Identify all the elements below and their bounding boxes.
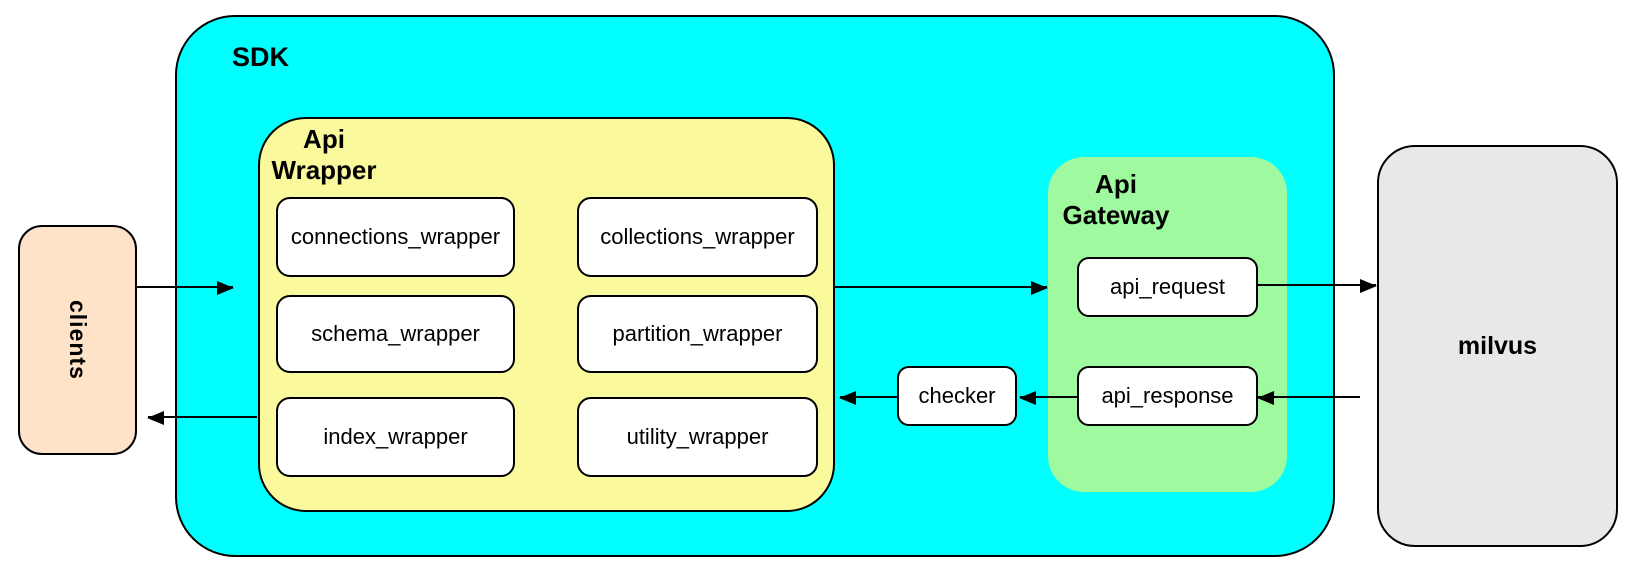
- checker-label: checker: [918, 383, 996, 408]
- api-wrapper-label: Api Wrapper: [271, 124, 377, 185]
- node-checker: checker: [897, 366, 1017, 426]
- arrow-response-to-checker: [1019, 391, 1077, 405]
- arrow-sdk-to-clients: [147, 411, 257, 425]
- clients-label: clients: [65, 300, 91, 380]
- index-wrapper-label: index_wrapper: [323, 424, 468, 449]
- node-index-wrapper: index_wrapper: [276, 397, 515, 477]
- connections-wrapper-label: connections_wrapper: [290, 224, 501, 249]
- node-utility-wrapper: utility_wrapper: [577, 397, 818, 477]
- partition-wrapper-label: partition_wrapper: [612, 321, 783, 346]
- api-response-label: api_response: [1101, 383, 1234, 408]
- arrow-clients-to-sdk: [137, 281, 234, 295]
- node-api-request: api_request: [1077, 257, 1258, 317]
- milvus-label: milvus: [1457, 331, 1538, 360]
- node-milvus: milvus: [1377, 145, 1618, 547]
- node-collections-wrapper: collections_wrapper: [577, 197, 818, 277]
- node-partition-wrapper: partition_wrapper: [577, 295, 818, 373]
- node-schema-wrapper: schema_wrapper: [276, 295, 515, 373]
- schema-wrapper-label: schema_wrapper: [311, 321, 480, 346]
- node-api-response: api_response: [1077, 366, 1258, 426]
- api-gateway-label: Api Gateway: [1062, 169, 1170, 230]
- arrow-milvus-to-response: [1257, 391, 1360, 405]
- sdk-label: SDK: [232, 42, 290, 72]
- utility-wrapper-label: utility_wrapper: [626, 424, 769, 449]
- node-clients: clients: [18, 225, 137, 455]
- collections-wrapper-label: collections_wrapper: [600, 224, 795, 249]
- container-api-gateway: Api Gateway: [1048, 157, 1287, 492]
- api-request-label: api_request: [1110, 274, 1225, 299]
- arrow-wrapper-to-gateway: [835, 281, 1048, 295]
- node-connections-wrapper: connections_wrapper: [276, 197, 515, 277]
- arrow-checker-to-wrapper: [839, 391, 897, 405]
- arrow-request-to-milvus: [1258, 279, 1377, 293]
